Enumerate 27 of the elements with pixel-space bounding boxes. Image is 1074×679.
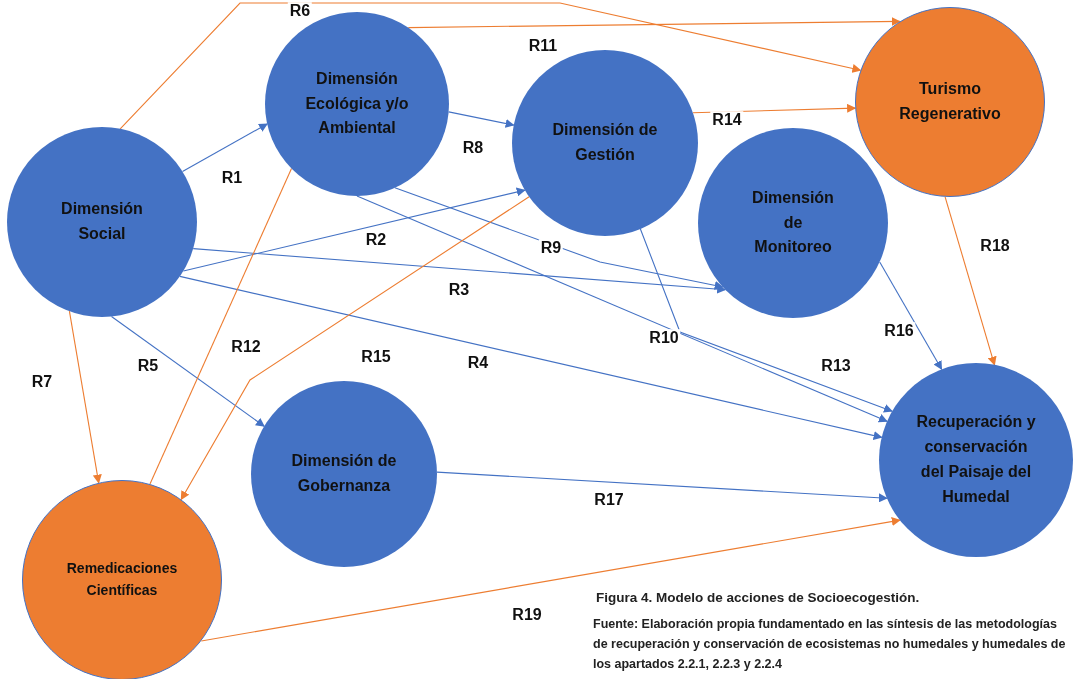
node-label: Recuperación y conservación del Paisaje del Humedal: [916, 412, 1036, 507]
arrow: [944, 196, 997, 366]
arrow: [356, 195, 888, 423]
arrow: [180, 196, 530, 501]
node-label: Dimensión Social: [60, 199, 144, 244]
arrow: [181, 123, 268, 173]
node-label: Turismo Regenerativo: [898, 79, 1002, 124]
figure-title: Figura 4. Modelo de acciones de Socioecogestión.: [596, 590, 920, 605]
arrow: [394, 187, 724, 290]
arrow: [407, 17, 901, 29]
node-label: Dimensión Ecológica y/o Ambiental: [304, 68, 410, 139]
arrow: [119, 2, 862, 130]
arrow: [179, 275, 883, 440]
arrow: [879, 261, 943, 371]
node-label: Remedicaciones Científicas: [65, 559, 179, 600]
arrow: [436, 471, 888, 503]
arrow: [182, 187, 526, 272]
figure-caption: Fuente: Elaboración propia fundamentado en las síntesis de las metodologías de recuperación y conservación de ecosistemas no humedales y humedales de los apartados 2.2.1, 2.2.3 y 2.2.4: [593, 616, 1067, 673]
arrow: [192, 248, 727, 294]
node-label: Dimensión de Monitoreo: [751, 187, 835, 258]
node-label: Dimensión de Gobernanza: [290, 451, 398, 496]
arrow: [68, 310, 102, 484]
node-label: Dimensión de Gestión: [551, 120, 659, 165]
arrow: [639, 228, 893, 413]
arrow: [448, 111, 515, 128]
arrow: [110, 315, 265, 427]
arrow: [200, 517, 901, 642]
